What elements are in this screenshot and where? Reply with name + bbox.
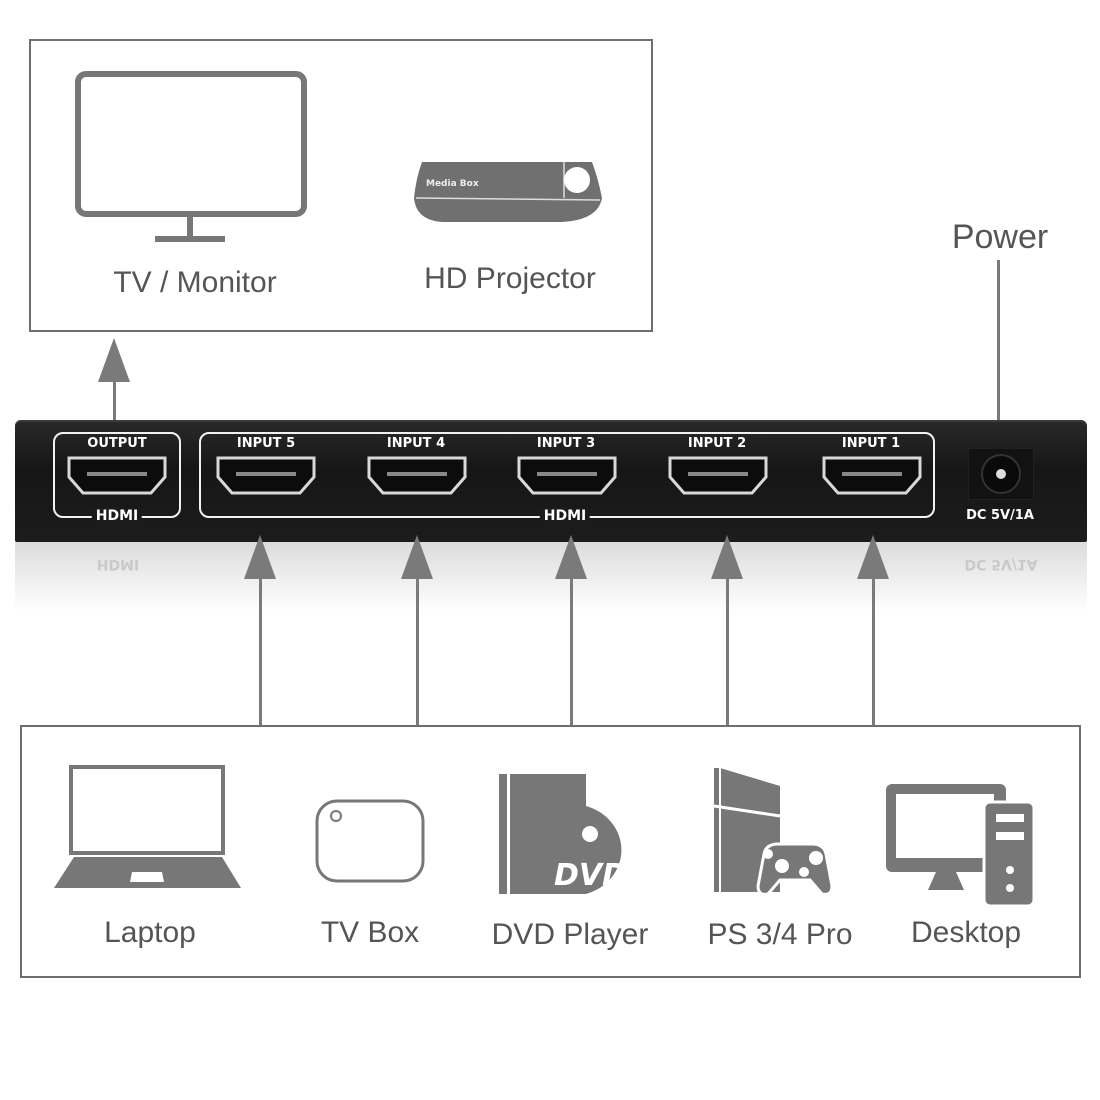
input-2-connector-line — [726, 578, 729, 726]
dc-power-jack[interactable] — [968, 448, 1034, 500]
hdmi-input-3-port[interactable] — [515, 455, 619, 497]
hd-projector-label: HD Projector — [424, 262, 596, 295]
input-4-connector-line — [416, 578, 419, 726]
input-2-label: INPUT 2 — [687, 436, 747, 451]
output-connector-line — [113, 380, 116, 422]
power-connector-line — [997, 260, 1000, 438]
laptop-icon — [54, 765, 241, 888]
hdmi-input-5-port[interactable] — [214, 455, 318, 497]
hdmi-input-1-port[interactable] — [820, 455, 924, 497]
media-box-icon: Media Box — [414, 162, 602, 222]
desktop-pc-icon — [886, 784, 1034, 906]
input-5-connector-line — [259, 578, 262, 726]
dvd-player-icon: DVD — [499, 774, 627, 894]
input-4-arrow-icon — [401, 535, 433, 579]
device-reflection — [15, 542, 1087, 612]
hdmi-output-port[interactable] — [65, 455, 169, 497]
input-hdmi-label: HDMI — [539, 508, 591, 524]
tv-box-icon — [315, 799, 425, 883]
ps-console-label: PS 3/4 Pro — [707, 918, 853, 951]
reflection-dc-text: DC 5V/1A — [964, 556, 1038, 572]
output-port-label: OUTPUT — [87, 436, 147, 451]
input-3-label: INPUT 3 — [536, 436, 596, 451]
input-1-label: INPUT 1 — [841, 436, 901, 451]
input-3-arrow-icon — [555, 535, 587, 579]
laptop-label: Laptop — [104, 916, 196, 949]
desktop-label: Desktop — [910, 916, 1022, 949]
hdmi-input-2-port[interactable] — [666, 455, 770, 497]
hdmi-input-4-port[interactable] — [365, 455, 469, 497]
media-box-icon-text: Media Box — [426, 179, 479, 189]
game-console-icon — [713, 768, 834, 896]
dvd-icon-text: DVD — [554, 858, 627, 893]
tv-monitor-label: TV / Monitor — [113, 266, 277, 299]
input-1-connector-line — [872, 578, 875, 726]
dvd-player-label: DVD Player — [491, 918, 649, 951]
dc-power-label: DC 5V/1A — [966, 508, 1034, 523]
power-label: Power — [951, 218, 1049, 256]
input-3-connector-line — [570, 578, 573, 726]
output-hdmi-label: HDMI — [91, 508, 143, 524]
input-5-label: INPUT 5 — [236, 436, 296, 451]
input-5-arrow-icon — [244, 535, 276, 579]
output-arrow-icon — [98, 338, 130, 382]
tv-box-label: TV Box — [320, 916, 420, 949]
input-2-arrow-icon — [711, 535, 743, 579]
tv-monitor-icon — [75, 71, 307, 242]
input-1-arrow-icon — [857, 535, 889, 579]
reflection-hdmi-text: HDMI — [96, 556, 140, 572]
input-4-label: INPUT 4 — [386, 436, 446, 451]
